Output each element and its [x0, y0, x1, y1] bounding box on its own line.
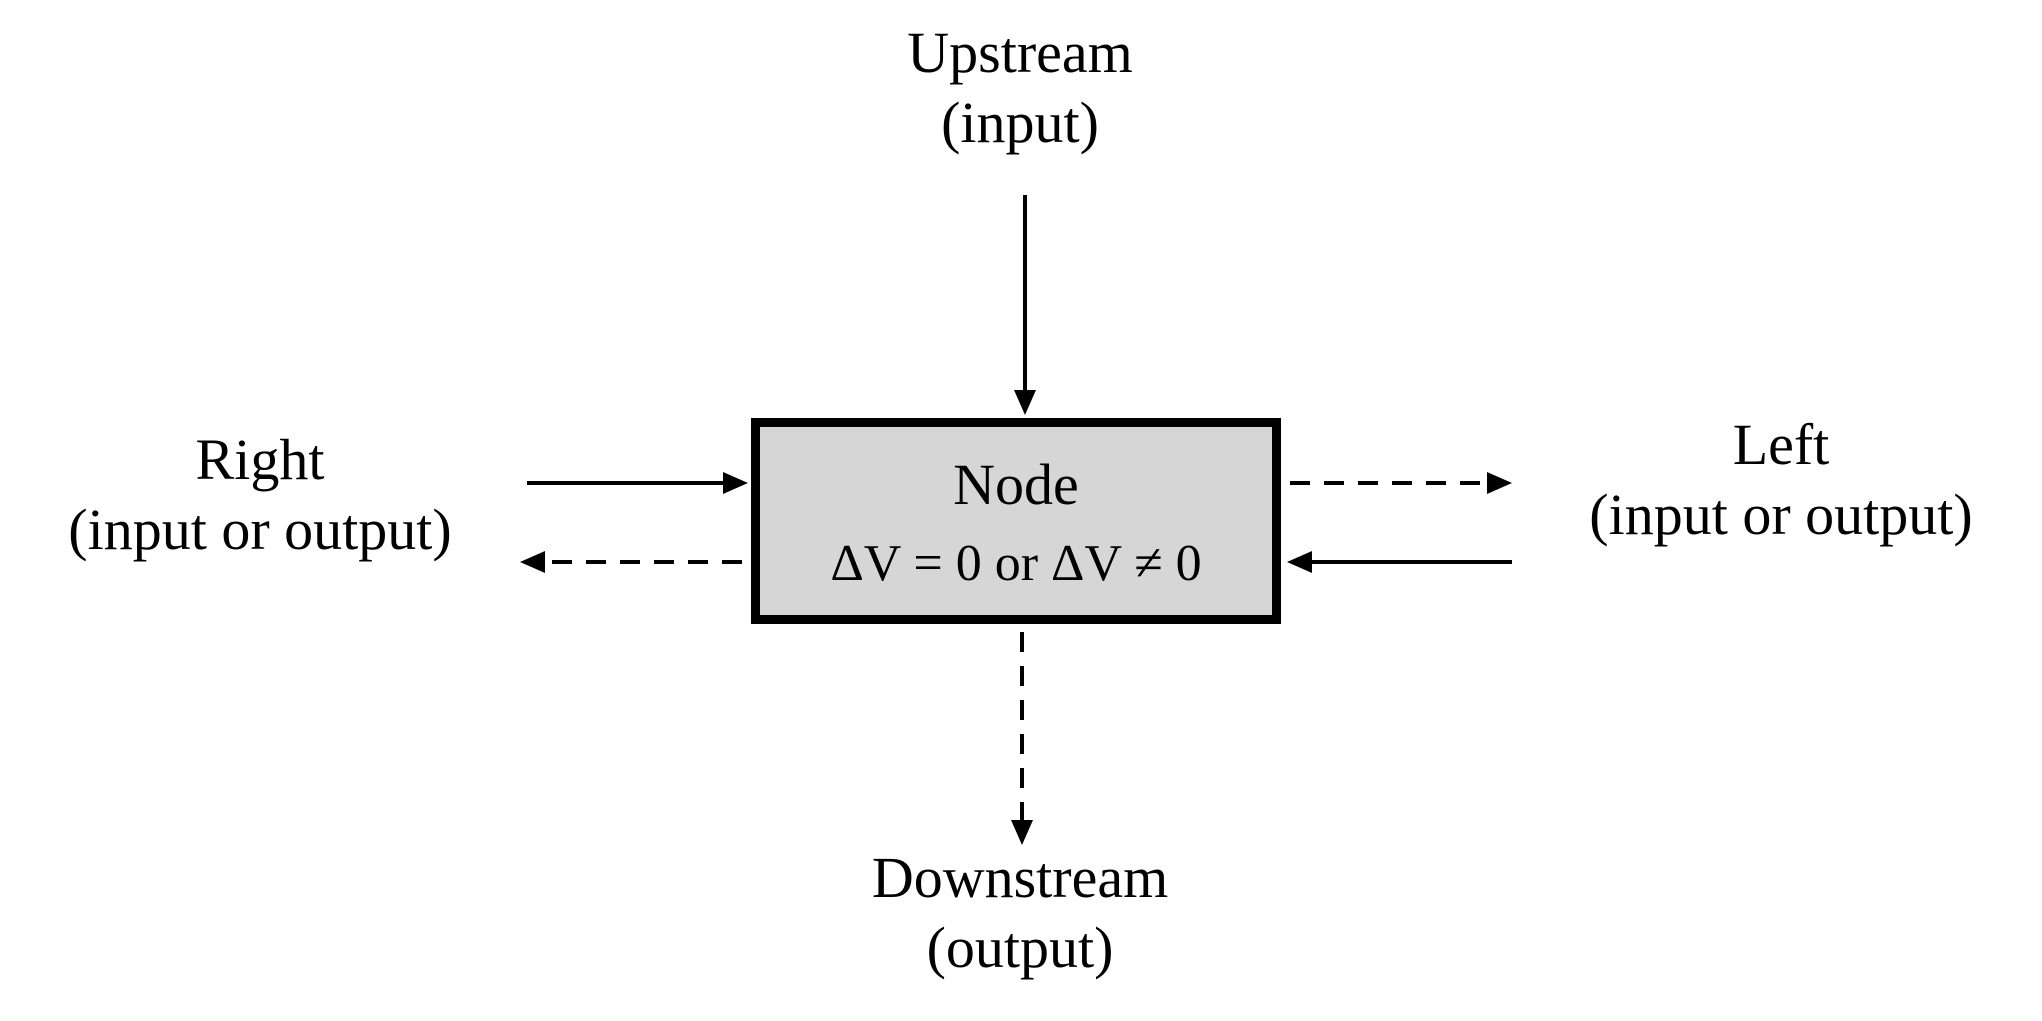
node-to-right-arrow — [520, 551, 742, 573]
upstream-to-node-arrow — [1014, 195, 1036, 415]
left-label: Left (input or output) — [1520, 410, 2042, 550]
node-equation: ΔV = 0 or ΔV ≠ 0 — [830, 535, 1202, 592]
left-role: (input or output) — [1589, 482, 1973, 547]
right-label: Right (input or output) — [0, 425, 520, 565]
upstream-role: (input) — [941, 90, 1099, 155]
node-to-left-arrow — [1290, 472, 1512, 494]
downstream-label: Downstream (output) — [830, 843, 1210, 983]
left-to-node-arrow — [1287, 551, 1512, 573]
downstream-title: Downstream — [871, 845, 1169, 910]
upstream-title: Upstream — [907, 20, 1133, 85]
node-to-downstream-arrow — [1011, 632, 1033, 845]
node-box: Node ΔV = 0 or ΔV ≠ 0 — [751, 418, 1281, 624]
right-to-node-arrow — [527, 472, 748, 494]
left-title: Left — [1732, 412, 1830, 477]
right-title: Right — [195, 427, 325, 492]
downstream-role: (output) — [926, 915, 1114, 980]
upstream-label: Upstream (input) — [830, 18, 1210, 158]
node-title: Node — [953, 452, 1079, 517]
right-role: (input or output) — [68, 497, 452, 562]
